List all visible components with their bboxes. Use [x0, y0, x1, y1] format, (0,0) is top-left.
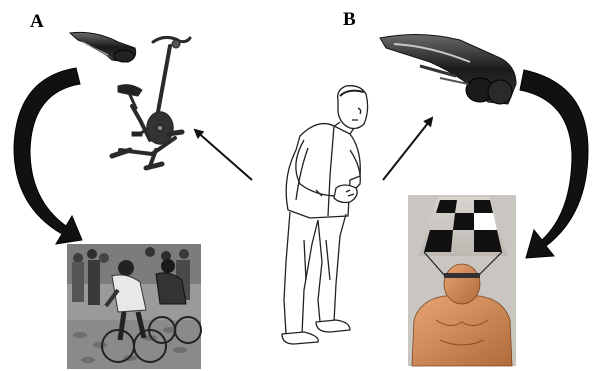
curved-arrow-icon-b: [520, 70, 588, 258]
video-goggles-icon-a: [70, 32, 136, 62]
checkerboard-corridor-image: [408, 195, 516, 366]
straight-arrow-icon-b: [383, 118, 432, 180]
cyclists-photo: [67, 244, 201, 369]
curved-arrow-icon-a: [14, 68, 82, 244]
video-goggles-icon-b: [380, 34, 516, 104]
straight-arrow-icon-a: [195, 130, 252, 180]
parkinson-patient-drawing: [282, 86, 368, 344]
